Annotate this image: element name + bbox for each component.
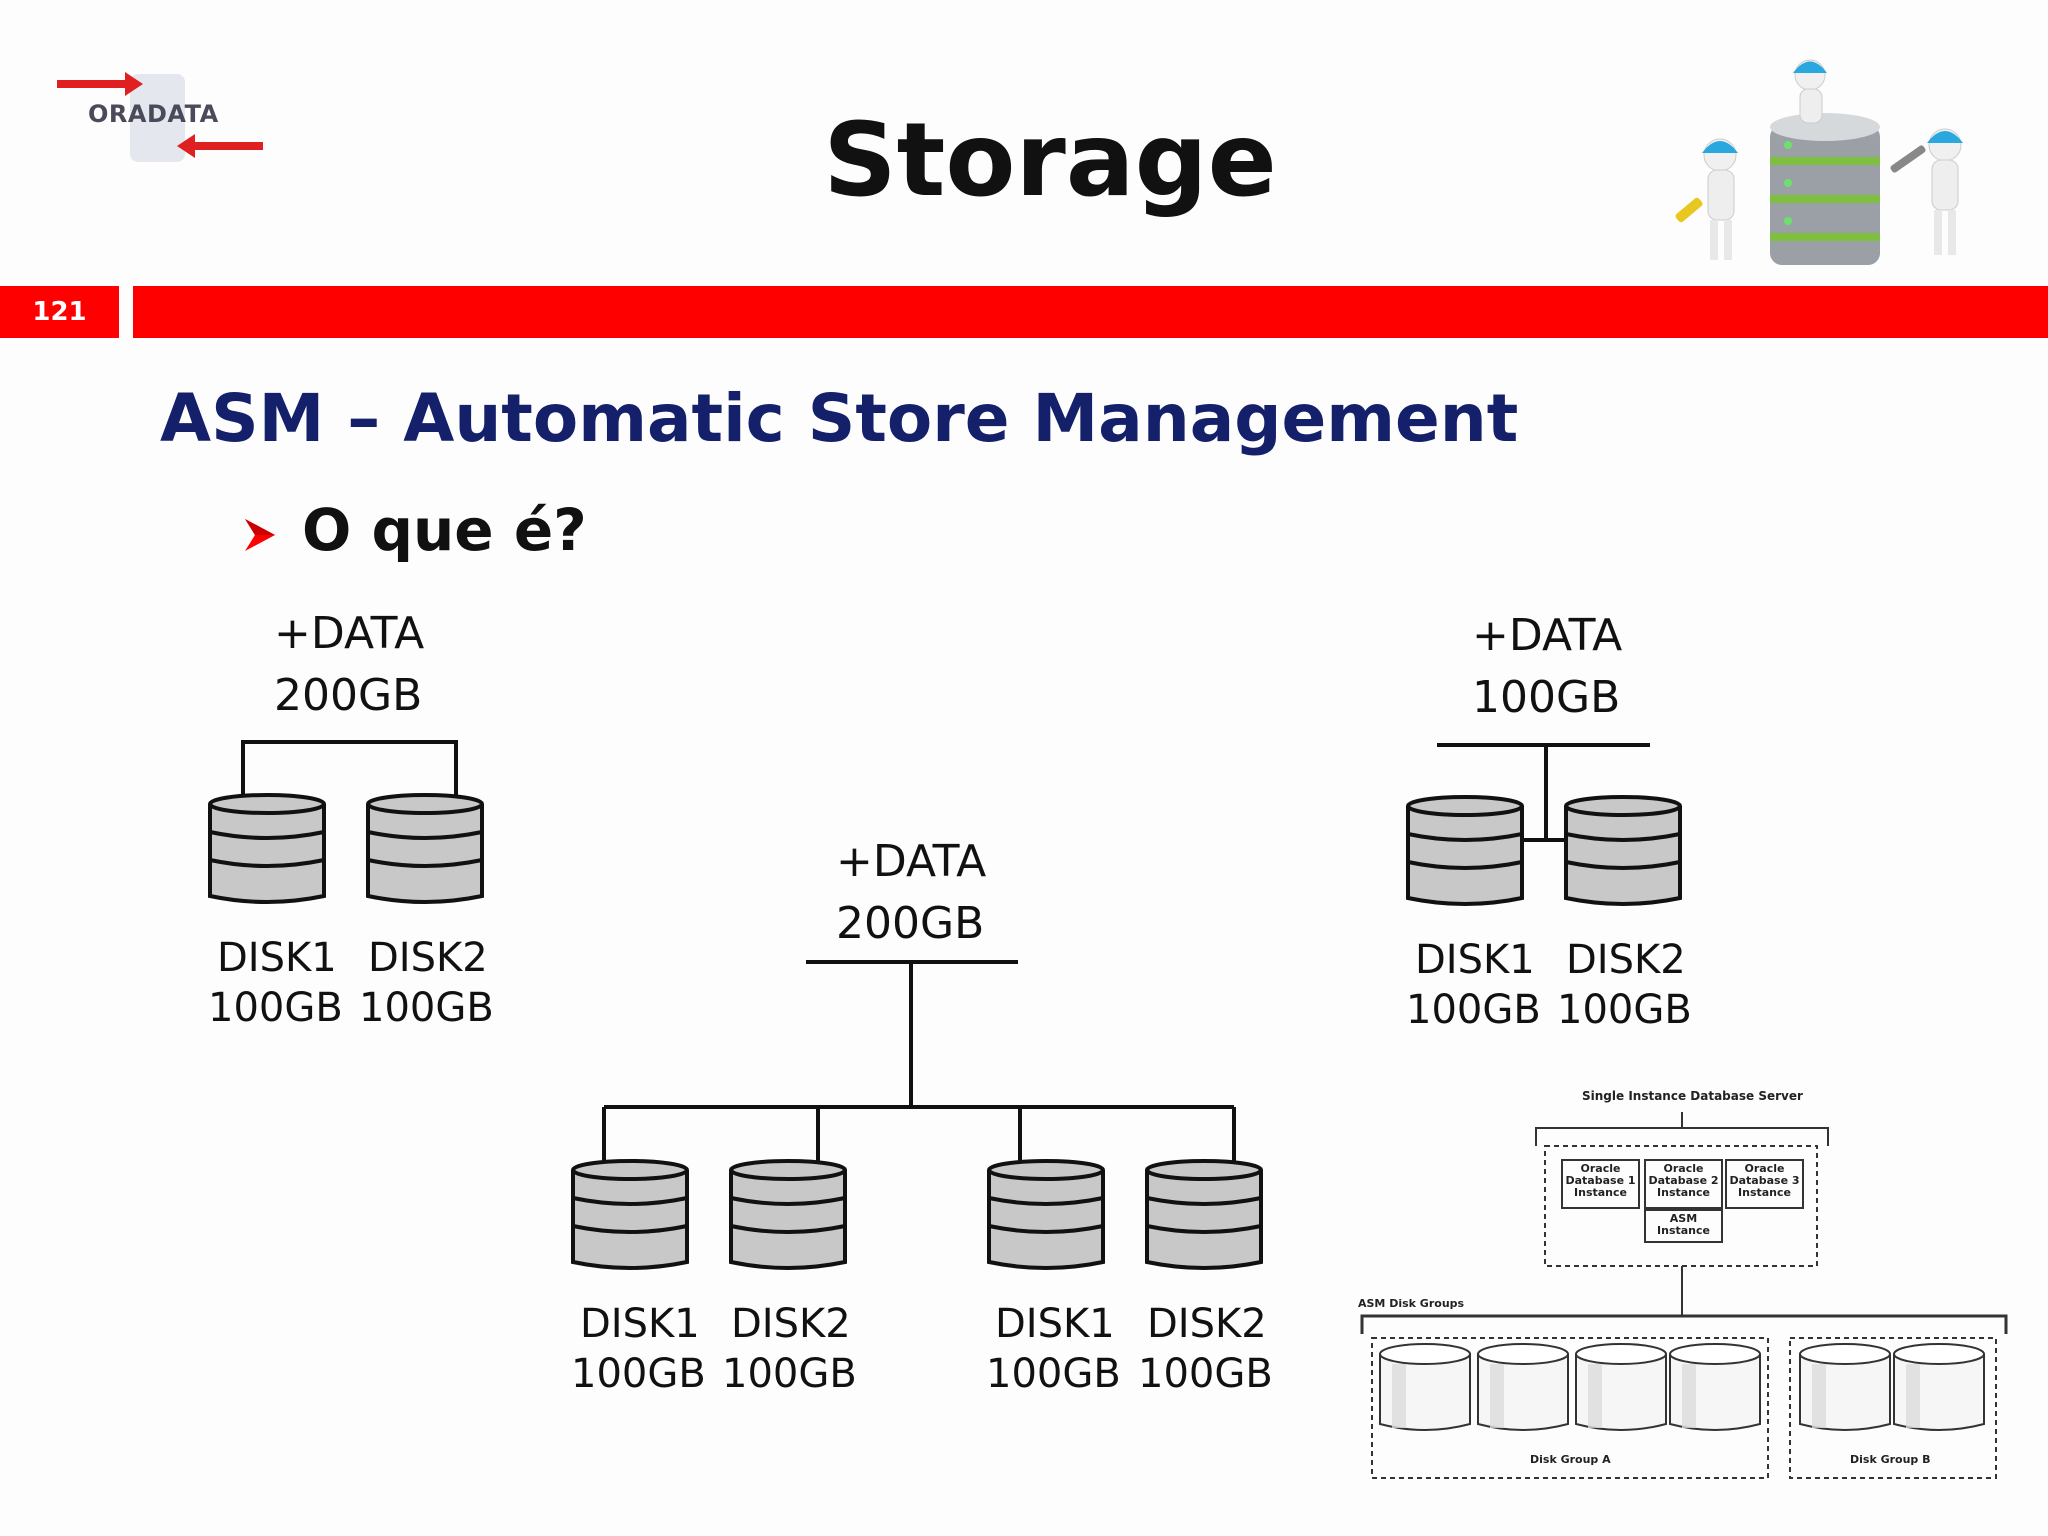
left-disk1-name: DISK1 (217, 935, 337, 981)
oradata-logo (57, 72, 263, 162)
left-group-size: 200GB (274, 670, 423, 721)
disk-group-a-label: Disk Group A (1530, 1453, 1611, 1466)
center-disk4-name: DISK2 (1147, 1301, 1267, 1347)
right-group-connector (1437, 743, 1650, 842)
slide-number: 121 (32, 297, 87, 327)
center-group-label: +DATA (836, 836, 987, 887)
left-disk1-size: 100GB (208, 985, 343, 1031)
server-diagram-lines (1360, 1112, 2008, 1479)
right-disk1-size: 100GB (1406, 987, 1541, 1033)
center-disk3-name: DISK1 (995, 1301, 1115, 1347)
right-group-label: +DATA (1472, 610, 1623, 661)
center-disk1 (571, 1159, 689, 1270)
server-workers-illustration (1675, 59, 1963, 265)
center-group-connector (602, 960, 1236, 1162)
center-disk3-size: 100GB (986, 1351, 1121, 1397)
left-disk2 (366, 793, 484, 904)
dg-b-disk1 (1799, 1343, 1891, 1431)
left-group-connector (241, 740, 458, 802)
right-disk1 (1406, 795, 1524, 906)
center-disk1-name: DISK1 (580, 1301, 700, 1347)
right-disk2-size: 100GB (1557, 987, 1692, 1033)
right-group-size: 100GB (1472, 672, 1621, 723)
asm-disk-groups-label: ASM Disk Groups (1358, 1297, 1465, 1310)
disk-group-b-label: Disk Group B (1850, 1453, 1931, 1466)
center-disk3 (987, 1159, 1105, 1270)
right-disk2-name: DISK2 (1566, 937, 1686, 983)
center-disk4-size: 100GB (1138, 1351, 1273, 1397)
center-disk4 (1145, 1159, 1263, 1270)
left-disk2-name: DISK2 (368, 935, 488, 981)
bullet-text: O que é? (302, 496, 587, 564)
right-disk1-name: DISK1 (1415, 937, 1535, 983)
center-group-size: 200GB (836, 898, 985, 949)
left-disk1 (208, 793, 326, 904)
center-disk2 (729, 1159, 847, 1270)
left-disk2-size: 100GB (359, 985, 494, 1031)
center-disk1-size: 100GB (571, 1351, 706, 1397)
dg-a-disk3 (1575, 1343, 1667, 1431)
header-red-bar (133, 286, 2048, 338)
center-disk2-name: DISK2 (731, 1301, 851, 1347)
center-disk2-size: 100GB (722, 1351, 857, 1397)
slide-title: Storage (823, 101, 1277, 220)
bullet-arrow-icon (245, 519, 275, 551)
dg-a-disk4 (1669, 1343, 1761, 1431)
dg-a-disk2 (1477, 1343, 1569, 1431)
left-group-label: +DATA (274, 608, 425, 659)
slide-number-box (0, 286, 119, 338)
right-disk2 (1564, 795, 1682, 906)
server-title: Single Instance Database Server (1582, 1089, 1803, 1103)
dg-b-disk2 (1893, 1343, 1985, 1431)
logo-text: ORADATA (88, 100, 219, 128)
section-title: ASM – Automatic Store Management (160, 380, 1519, 457)
dg-a-disk1 (1379, 1343, 1471, 1431)
